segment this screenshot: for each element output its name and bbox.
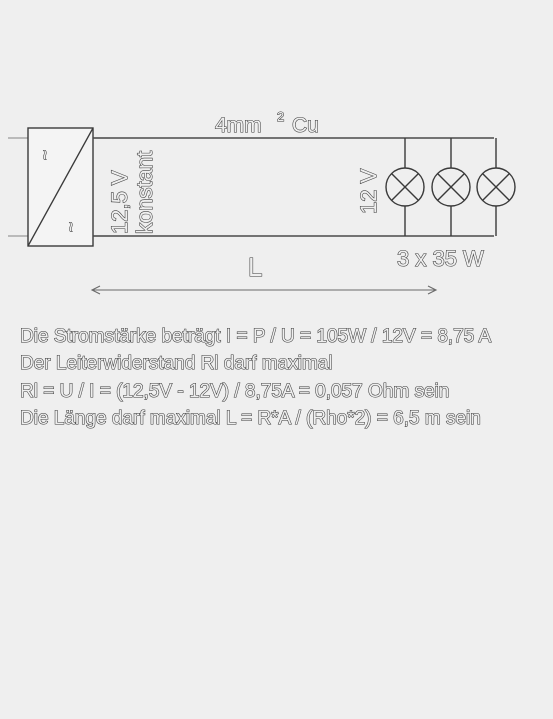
note-line-4: Die Länge darf maximal L = R*A / (Rho*2)… [20,408,481,429]
supply-mode-label: konstant [132,151,157,234]
note-line-2: Der Leiterwiderstand Rl darf maximal [20,353,333,374]
ac-symbol-top: ~ [35,150,55,161]
note-line-1: Die Stromstärke beträgt I = P / U = 105W… [20,326,492,347]
ac-symbol-bottom: ~ [61,222,81,233]
lamp-2 [431,138,471,236]
calculation-notes: Die Stromstärke beträgt I = P / U = 105W… [19,325,492,429]
lamp-load-label: 3 x 35 W [397,246,484,271]
converter-block: ~ ~ [27,127,94,247]
cable-material: Cu [292,114,319,137]
supply-voltage-label: 12,5 V [107,170,132,234]
note-line-3: Rl = U / I = (12,5V - 12V) / 8,75A = 0,0… [20,381,449,402]
cable-superscript: 2 [277,109,284,124]
lamp-3 [476,138,516,236]
cable-cross-section: 4mm [215,114,262,137]
length-label: L [248,252,262,282]
cable-label: 4mm 2 Cu [214,108,319,137]
lamp-voltage-label: 12 V [356,168,381,214]
length-arrow [90,285,438,295]
lamp-group [385,138,516,236]
lamp-1 [385,138,425,236]
